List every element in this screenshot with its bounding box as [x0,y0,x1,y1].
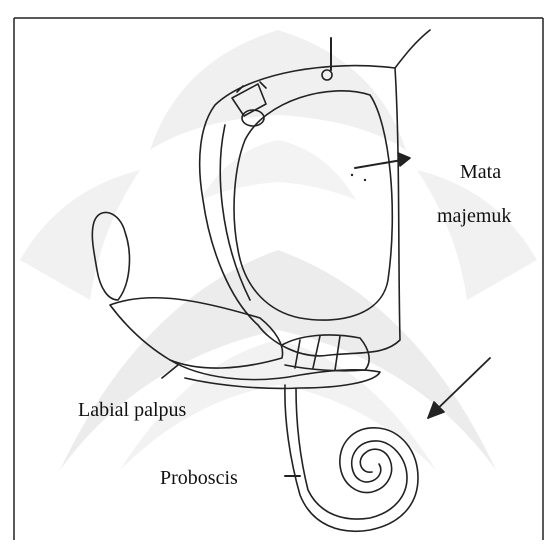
head-back-edge [395,30,430,68]
label-compound-eye-line2: majemuk [437,206,511,226]
label-proboscis: Proboscis [160,468,238,488]
label-compound-eye-line1: Mata [460,162,501,182]
compound-eye-arrow [355,153,410,168]
label-labial-palpus: Labial palpus [78,400,186,420]
